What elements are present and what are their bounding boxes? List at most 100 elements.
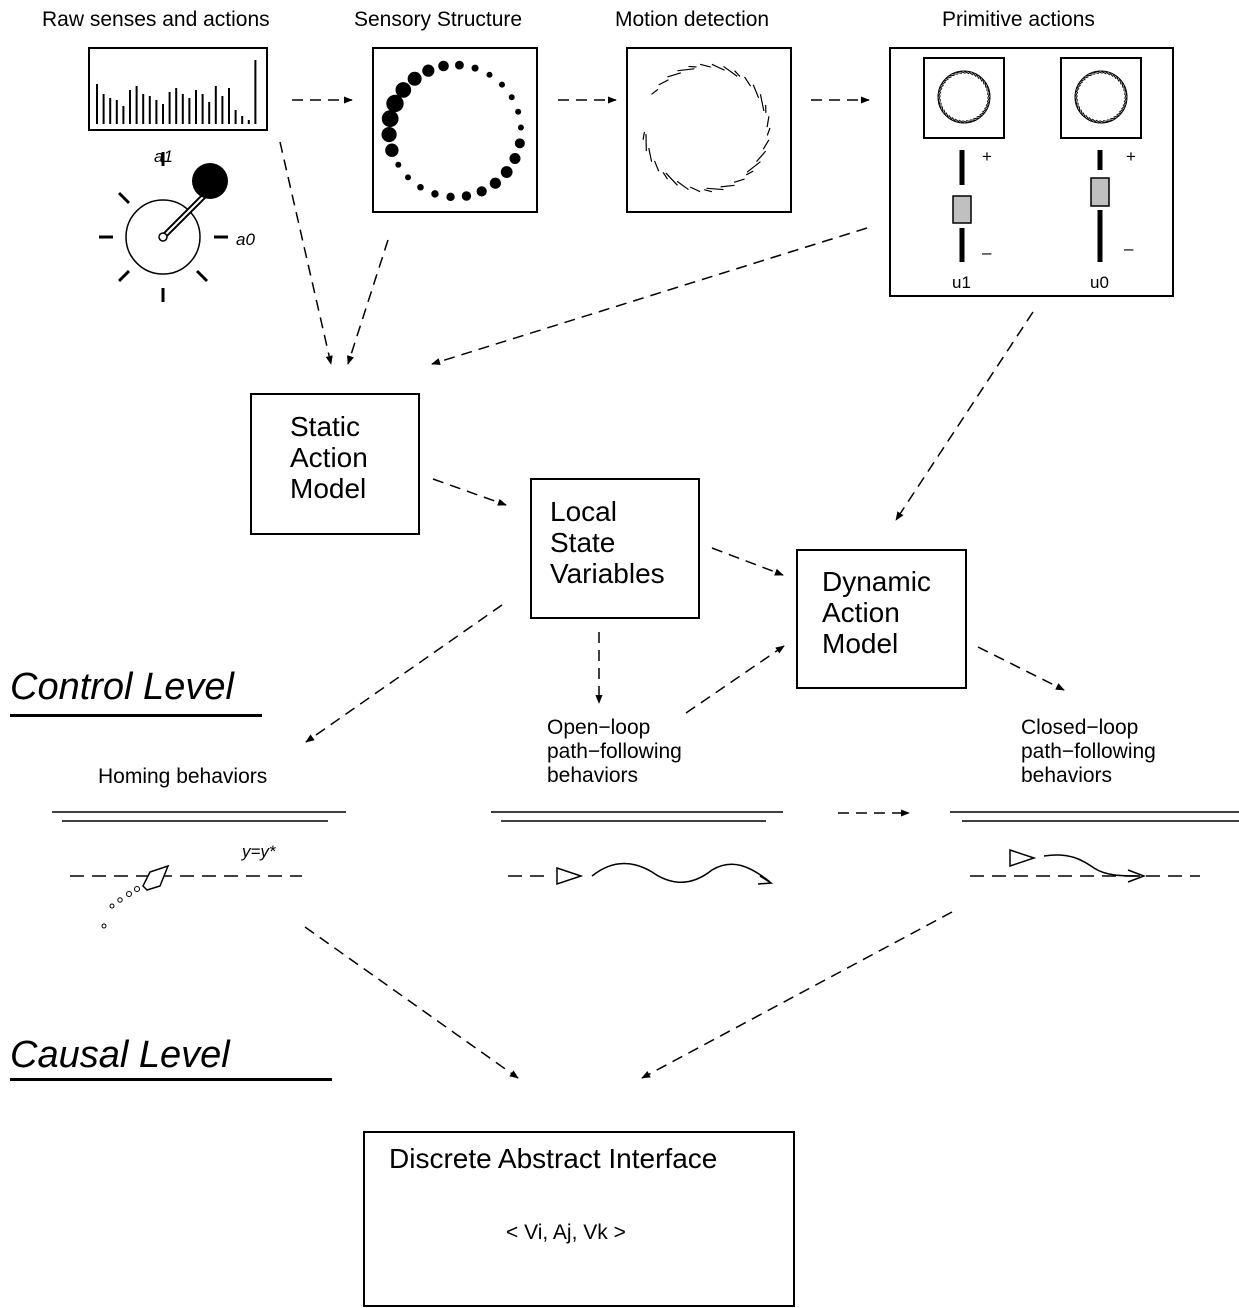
primitive-ring-tick [971, 71, 977, 77]
behavior-separators [52, 811, 1239, 822]
u1-label: u1 [952, 273, 971, 292]
motion-vector [648, 147, 653, 162]
primitive-ring-tick [1088, 117, 1094, 123]
primitive-ring-tick [937, 95, 941, 102]
primitive-ring-tick [1074, 95, 1078, 102]
primitive-ring-tick [975, 73, 980, 80]
primitive-ring-tick [984, 81, 987, 88]
primitive-ring-tick [959, 70, 966, 74]
primitive-ring-tick [1078, 106, 1081, 113]
motion-vector [766, 116, 770, 128]
action-dial [99, 152, 228, 302]
arrow-raw-to-static [279, 141, 333, 365]
interface-tuple: < Vi, Aj, Vk > [506, 1221, 626, 1244]
primitive-ring-tick [1085, 114, 1090, 121]
motion-vector [734, 70, 741, 77]
motion-vector [688, 65, 697, 68]
sensory-dot [514, 138, 525, 149]
sensory-dot [455, 60, 464, 70]
u0-minus-label: – [1124, 239, 1134, 258]
motion-vector [746, 161, 761, 173]
sensory-dot [395, 161, 402, 168]
raw-senses-panel [88, 47, 268, 131]
local-state-variables-box: Local State Variables [530, 478, 700, 619]
interface-title: Discrete Abstract Interface [389, 1143, 718, 1174]
sensory-dot [500, 166, 513, 178]
primitive-ring-tick [948, 114, 953, 121]
primitive-ring-tick [1100, 70, 1107, 75]
primitive-ring-tick [1085, 74, 1092, 77]
primitive-ring-tick [938, 84, 944, 90]
primitive-ring-tick [1113, 114, 1120, 118]
u1-minus-label: – [982, 243, 992, 262]
primitive-ring-tick [1121, 81, 1124, 88]
primitive-ring-tick [966, 120, 973, 123]
motion-vector [744, 76, 752, 87]
primitive-ring-tick [1118, 78, 1122, 85]
primitive-ring-tick [1110, 117, 1117, 120]
sensory-dot [461, 191, 472, 201]
primitive-ring-tick [1082, 112, 1087, 119]
primitive-ring-tick [1092, 71, 1099, 74]
dial-label-a1: a1 [154, 147, 173, 166]
causal-level-underline [10, 1078, 332, 1081]
primitive-ring-tick [1099, 120, 1106, 124]
primitive-ring-tick [942, 78, 949, 83]
arrow-static-to-local [432, 478, 507, 506]
sensory-dot [407, 71, 422, 86]
primitive-ring-tick [1095, 119, 1102, 124]
sensory-dot [517, 124, 524, 131]
sensory-dot [446, 192, 455, 202]
motion-vector [667, 72, 681, 78]
primitive-ring-tick [938, 99, 941, 106]
arrow-dynamic-to-closedloop [977, 646, 1065, 691]
primitive-ring-tick [955, 71, 962, 74]
primitive-ring-tick [985, 100, 991, 107]
sensory-dot [438, 60, 449, 72]
primitive-ring-tick [1118, 108, 1125, 113]
motion-vector [651, 88, 659, 95]
sensory-dot [509, 152, 521, 164]
sensory-dot [395, 82, 412, 98]
local-state-variables-label: Local State Variables [550, 496, 665, 589]
sensory-structure-title: Sensory Structure [354, 8, 523, 31]
control-level-label: Control Level [10, 666, 234, 708]
motion-vector [653, 160, 660, 172]
motion-vector [642, 131, 645, 140]
motion-vector [762, 139, 770, 150]
primitive-ring-tick [1096, 70, 1103, 74]
arrow-homing-to-interface [304, 926, 519, 1079]
raw-senses-title: Raw senses and actions [42, 8, 270, 31]
static-action-model-box: Static Action Model [250, 393, 420, 535]
sensory-dot [381, 110, 399, 128]
primitive-actions-panel [889, 47, 1174, 297]
motion-vector [676, 180, 689, 191]
sensory-dot [405, 174, 412, 181]
arrow-local-to-dynamic [711, 547, 784, 576]
dynamic-action-model-box: Dynamic Action Model [796, 549, 967, 689]
u0-plus-label: + [1126, 147, 1136, 166]
primitive-ring-tick [987, 88, 990, 95]
sensory-dot [417, 183, 424, 191]
primitive-ring-tick [963, 70, 970, 75]
sensory-dot [498, 81, 505, 88]
primitive-ring-tick [1124, 92, 1128, 99]
primitive-ring-tick [1124, 88, 1127, 95]
primitive-ring-tick [1075, 99, 1078, 106]
sensory-dot [476, 186, 487, 197]
arrow-sensory-to-static [347, 239, 389, 365]
closed-loop-behaviors-label: Closed−loop path−following behaviors [1021, 716, 1156, 787]
primitive-ring-tick [937, 91, 942, 98]
primitive-ring-tick [981, 78, 985, 85]
primitive-ring-tick [1115, 75, 1120, 82]
primitive-ring-tick [984, 104, 990, 110]
primitive-ring-tick [937, 87, 943, 94]
primitive-ring-tick [1104, 70, 1111, 76]
motion-vector [662, 172, 668, 180]
primitive-ring-tick [1122, 100, 1128, 107]
primitive-ring-tick [1103, 120, 1110, 123]
dynamic-action-model-label: Dynamic Action Model [822, 566, 931, 659]
arrow-openloop-to-dynamic [685, 645, 785, 714]
target-line-label: y=y* [242, 842, 276, 861]
motion-vector [745, 170, 754, 176]
